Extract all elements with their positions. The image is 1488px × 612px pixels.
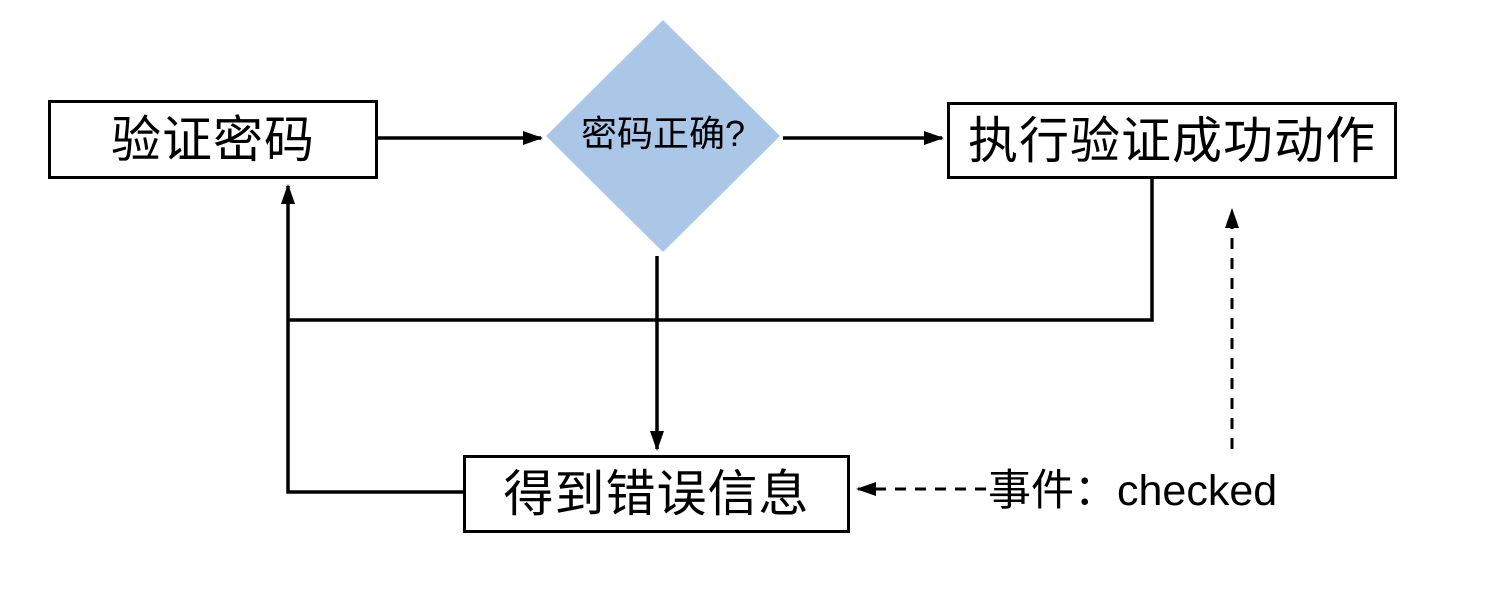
decision-diamond: [546, 20, 780, 252]
edge-success-feedback: [288, 179, 1154, 322]
node-verify: 验证密码: [48, 100, 378, 179]
event-label: 事件：checked: [988, 467, 1278, 515]
node-decision-label: 密码正确?: [580, 113, 746, 154]
edge-error-to-verify: [281, 184, 463, 494]
node-error: 得到错误信息: [463, 455, 850, 533]
node-success: 执行验证成功动作: [947, 102, 1397, 179]
